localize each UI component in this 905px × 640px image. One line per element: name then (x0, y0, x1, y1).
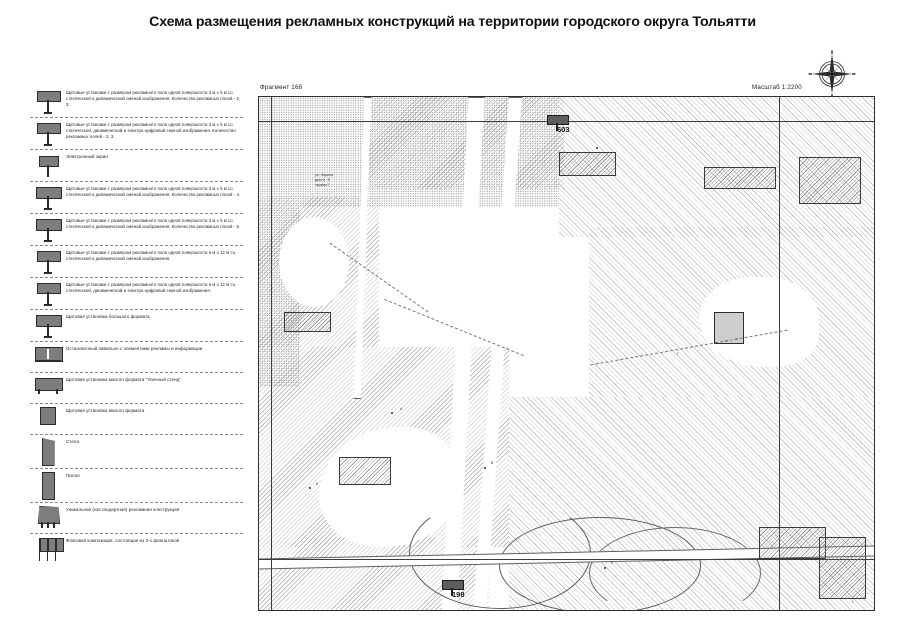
map-grid-line-vertical (779, 97, 780, 610)
legend-item: Пилон (30, 469, 243, 503)
marker-panel-icon (442, 580, 464, 590)
legend-item-label: Пилон (66, 473, 80, 478)
map-note: ул. Ларина дом 6 - 5 гаражи 7 (315, 173, 334, 187)
legend-item-label: Остановочный павильон с элементами рекла… (66, 346, 203, 351)
small-format-billboard-icon (30, 406, 66, 425)
map-poi-dot (596, 147, 598, 149)
unique-construction-icon (30, 505, 66, 530)
legend-panel: Щитовые установки с размером рекламного … (30, 86, 243, 565)
page-title: Схема размещения рекламных конструкций н… (149, 14, 756, 30)
legend-item: Щитовые установки с размером рекламного … (30, 182, 243, 214)
legend-item-label: Стела (66, 439, 79, 444)
map-grid-line-vertical (271, 97, 272, 610)
legend-item-label: Щитовые установки с размером рекламного … (66, 218, 241, 230)
marker-pole-icon (556, 123, 558, 131)
small-format-street-stand-icon (30, 375, 66, 396)
legend-item: Щитовые установки с размером рекламного … (30, 246, 243, 278)
legend-item-label: Щитовые установки с размером рекламного … (66, 90, 241, 108)
legend-item-label: Щитовые установки с размером рекламного … (66, 250, 236, 262)
legend-item-label: Уникальная (нестандартная) рекламная кон… (66, 507, 180, 512)
marker-label: 603 (557, 125, 570, 134)
marker-panel-icon (547, 115, 569, 125)
bus-pavilion-icon (30, 344, 66, 365)
billboard-3x6-fields-5-icon (30, 216, 66, 243)
legend-item-label: Щитовая установка большого формата (66, 314, 150, 319)
map-fragment-label: Фрагмент 168 (260, 84, 303, 91)
map-open-area (279, 217, 349, 307)
marker-pole-icon (451, 588, 453, 596)
map-grid-line-horizontal (259, 559, 874, 560)
map-road-ramp (589, 527, 761, 610)
map-poi-dot (309, 487, 311, 489)
legend-item-label: Щитовые установки с размером рекламного … (66, 122, 236, 140)
electronic-screen-icon (30, 152, 66, 179)
stela-icon (30, 437, 66, 466)
map-canvas[interactable]: А В Б К Г ул. Ларина дом 6 - 5 гаражи 7 … (258, 96, 875, 611)
map-annotation: В (491, 461, 494, 465)
map-building (284, 312, 331, 332)
billboard-3x6-electro-digital-icon (30, 120, 66, 147)
legend-item: Остановочный павильон с элементами рекла… (30, 342, 243, 373)
map-poi-dot (391, 412, 393, 414)
map-marker-198[interactable]: 198 (442, 580, 465, 599)
billboard-3x6-static-dynamic-icon (30, 88, 66, 115)
pilon-icon (30, 471, 66, 500)
legend-item-label: Щитовые установки с размером рекламного … (66, 282, 236, 294)
map-building (704, 167, 776, 189)
legend-item: Щитовая установка малого формата "Уличны… (30, 373, 243, 404)
map-poi-dot (604, 567, 606, 569)
map-marker-603[interactable]: 603 (547, 115, 570, 134)
map-annotation: А (400, 407, 403, 411)
legend-item-label: Щитовые установки с размером рекламного … (66, 186, 241, 198)
legend-item: Щитовая установка малого формата (30, 404, 243, 435)
legend-item: Стела (30, 435, 243, 469)
legend-item: Щитовые установки с размером рекламного … (30, 86, 243, 118)
billboard-6x12-static-dynamic-icon (30, 248, 66, 275)
map-building (819, 537, 866, 599)
legend-item-label: Щитовая установка малого формата "Уличны… (66, 377, 181, 382)
map-building (759, 527, 826, 559)
map-annotation: К (611, 561, 613, 565)
flag-composition-icon (30, 536, 66, 563)
legend-item: Щитовые установки с размером рекламного … (30, 118, 243, 150)
legend-item: Щитовые установки с размером рекламного … (30, 214, 243, 246)
compass-rose-icon (806, 48, 858, 100)
map-building (339, 457, 391, 485)
legend-item: Флаговая композиция, состоящая из 3-х фл… (30, 534, 243, 565)
map-building (799, 157, 861, 204)
map-annotation: Г (677, 352, 679, 356)
map-poi-dot (484, 467, 486, 469)
map-annotation: Б (316, 482, 319, 486)
map-building (714, 312, 744, 344)
map-building (559, 152, 616, 176)
legend-item: Щитовая установка большого формата (30, 310, 243, 342)
legend-item: Щитовые установки с размером рекламного … (30, 278, 243, 310)
large-format-billboard-icon (30, 312, 66, 339)
marker-label: 198 (452, 590, 465, 599)
billboard-6x12-electro-digital-icon (30, 280, 66, 307)
legend-item: Уникальная (нестандартная) рекламная кон… (30, 503, 243, 534)
legend-item-label: Флаговая композиция, состоящая из 3-х фл… (66, 538, 180, 543)
map-corner-number: 1 (851, 599, 854, 604)
legend-item: Электронный экран (30, 150, 243, 182)
legend-item-label: Электронный экран (66, 154, 108, 159)
map-scale-label: Масштаб 1:2200 (752, 84, 802, 91)
legend-item-label: Щитовая установка малого формата (66, 408, 145, 413)
billboard-3x6-fields-4-icon (30, 184, 66, 211)
